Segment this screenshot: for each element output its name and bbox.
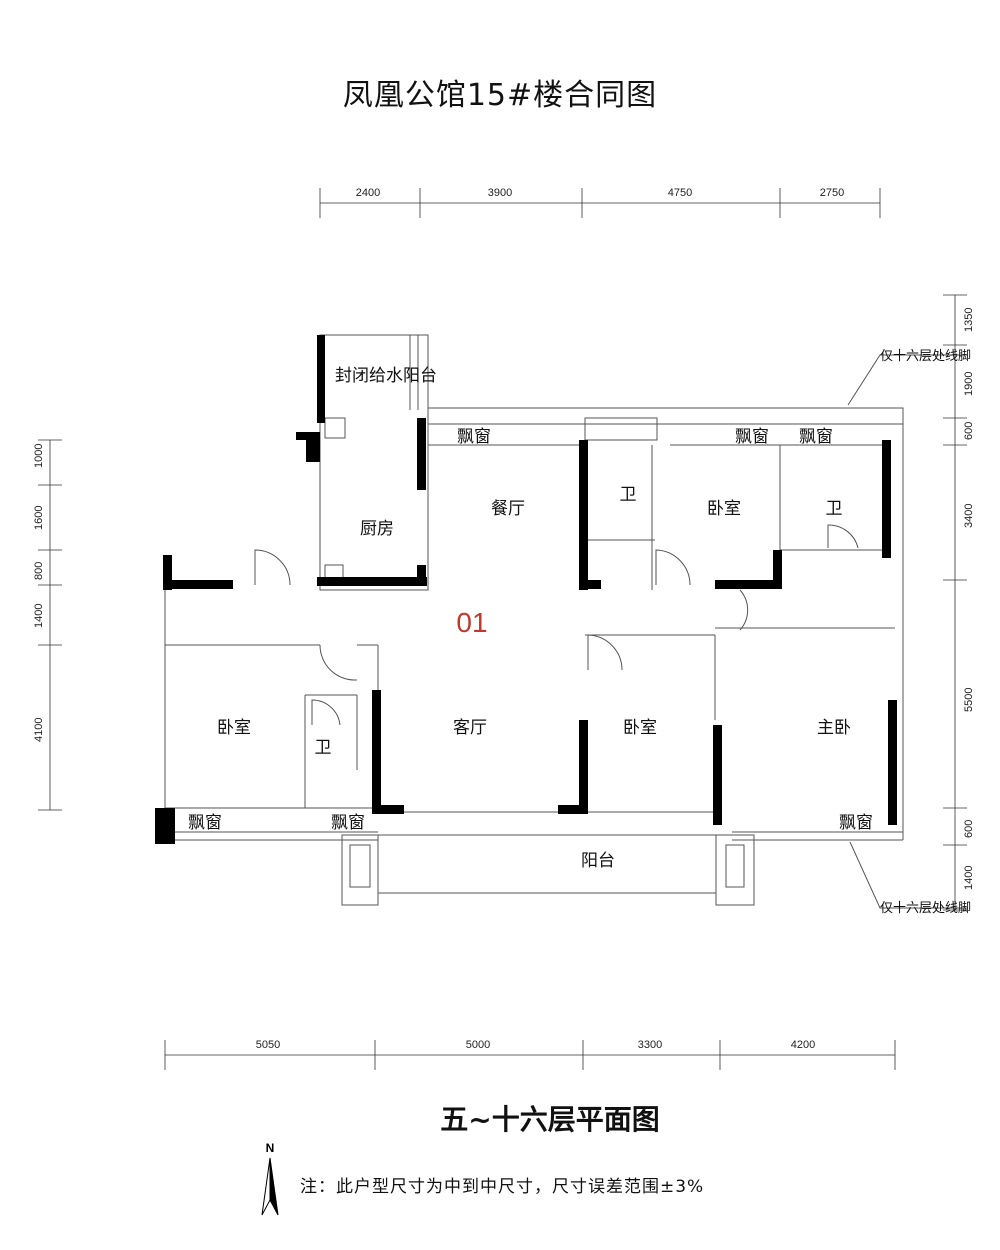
dim-right-7: 1400 [963, 866, 975, 890]
doors [254, 524, 859, 726]
callout-leaders [847, 354, 968, 909]
entry-door [254, 549, 291, 586]
plan-title: 凤凰公馆15#楼合同图 [342, 78, 658, 113]
dim-bottom-4: 4200 [791, 1039, 815, 1051]
bath-right-door [827, 524, 859, 549]
room-master: 主卧 [817, 718, 851, 738]
dim-left-4: 1400 [33, 604, 45, 628]
master-door [739, 589, 749, 631]
dim-right-1: 1350 [963, 308, 975, 332]
room-bedroom-mid: 卧室 [623, 718, 657, 738]
dim-right-3: 600 [963, 422, 975, 440]
room-bay-top1: 飘窗 [457, 427, 491, 447]
dim-left-3: 800 [33, 562, 45, 580]
room-dining: 餐厅 [491, 499, 525, 519]
dim-bottom-1: 5050 [256, 1039, 280, 1051]
dim-left-2: 1600 [33, 506, 45, 530]
room-bay-left2: 飘窗 [331, 813, 365, 833]
room-closed-balcony: 封闭给水阳台 [335, 366, 437, 386]
dim-top-3: 4750 [668, 187, 692, 199]
room-bath-top-right: 卫 [826, 499, 843, 519]
room-kitchen: 厨房 [360, 519, 394, 539]
room-balcony: 阳台 [581, 851, 615, 871]
dim-bottom-3: 3300 [638, 1039, 662, 1051]
dim-bottom-2: 5000 [466, 1039, 490, 1051]
dimension-right: 1350 1900 600 3400 5500 600 1400 [943, 294, 975, 911]
plan-subtitle: 五~十六层平面图 [440, 1103, 660, 1136]
dimension-note: 注：此户型尺寸为中到中尺寸，尺寸误差范围±3% [300, 1177, 705, 1197]
room-bay-top3: 飘窗 [799, 427, 833, 447]
bedroom-top-door [655, 549, 691, 586]
room-bath-top-mid: 卫 [620, 485, 637, 505]
unit-label: 01 [456, 607, 487, 638]
dim-right-2: 1900 [963, 372, 975, 396]
outline-walls [164, 334, 904, 906]
callout-top: 仅十六层处线脚 [880, 348, 971, 364]
room-bay-top2: 飘窗 [735, 427, 769, 447]
room-labels: 封闭给水阳台 厨房 餐厅 客厅 卧室 卫 飘窗 飘窗 卫 卧室 飘窗 飘窗 飘窗… [188, 348, 971, 916]
structural-walls [155, 335, 897, 844]
dim-top-2: 3900 [488, 187, 512, 199]
room-living: 客厅 [453, 718, 487, 738]
room-bay-right: 飘窗 [839, 813, 873, 833]
dim-right-6: 600 [963, 820, 975, 838]
room-bath-left: 卫 [315, 738, 332, 758]
bedroom-mid-door [587, 634, 623, 671]
dimension-bottom: 5050 5000 3300 4200 [164, 1039, 896, 1070]
dim-right-5: 5500 [963, 688, 975, 712]
room-bedroom-top: 卧室 [707, 499, 741, 519]
dim-left-1: 1000 [33, 444, 45, 468]
north-label: N [266, 1141, 275, 1155]
north-arrow-icon: N [261, 1141, 279, 1216]
dim-left-5: 4100 [33, 718, 45, 742]
dim-top-4: 2750 [820, 187, 844, 199]
dim-right-4: 3400 [963, 504, 975, 528]
callout-bottom: 仅十六层处线脚 [880, 900, 971, 916]
dimension-left: 1000 1600 800 1400 4100 [33, 439, 62, 811]
dimension-top: 2400 3900 4750 2750 [319, 187, 881, 218]
bath-left-door [311, 699, 341, 726]
room-bay-left: 飘窗 [188, 813, 222, 833]
room-bedroom-left: 卧室 [217, 718, 251, 738]
dim-top-1: 2400 [356, 187, 380, 199]
bedroom-left-door [319, 644, 358, 681]
